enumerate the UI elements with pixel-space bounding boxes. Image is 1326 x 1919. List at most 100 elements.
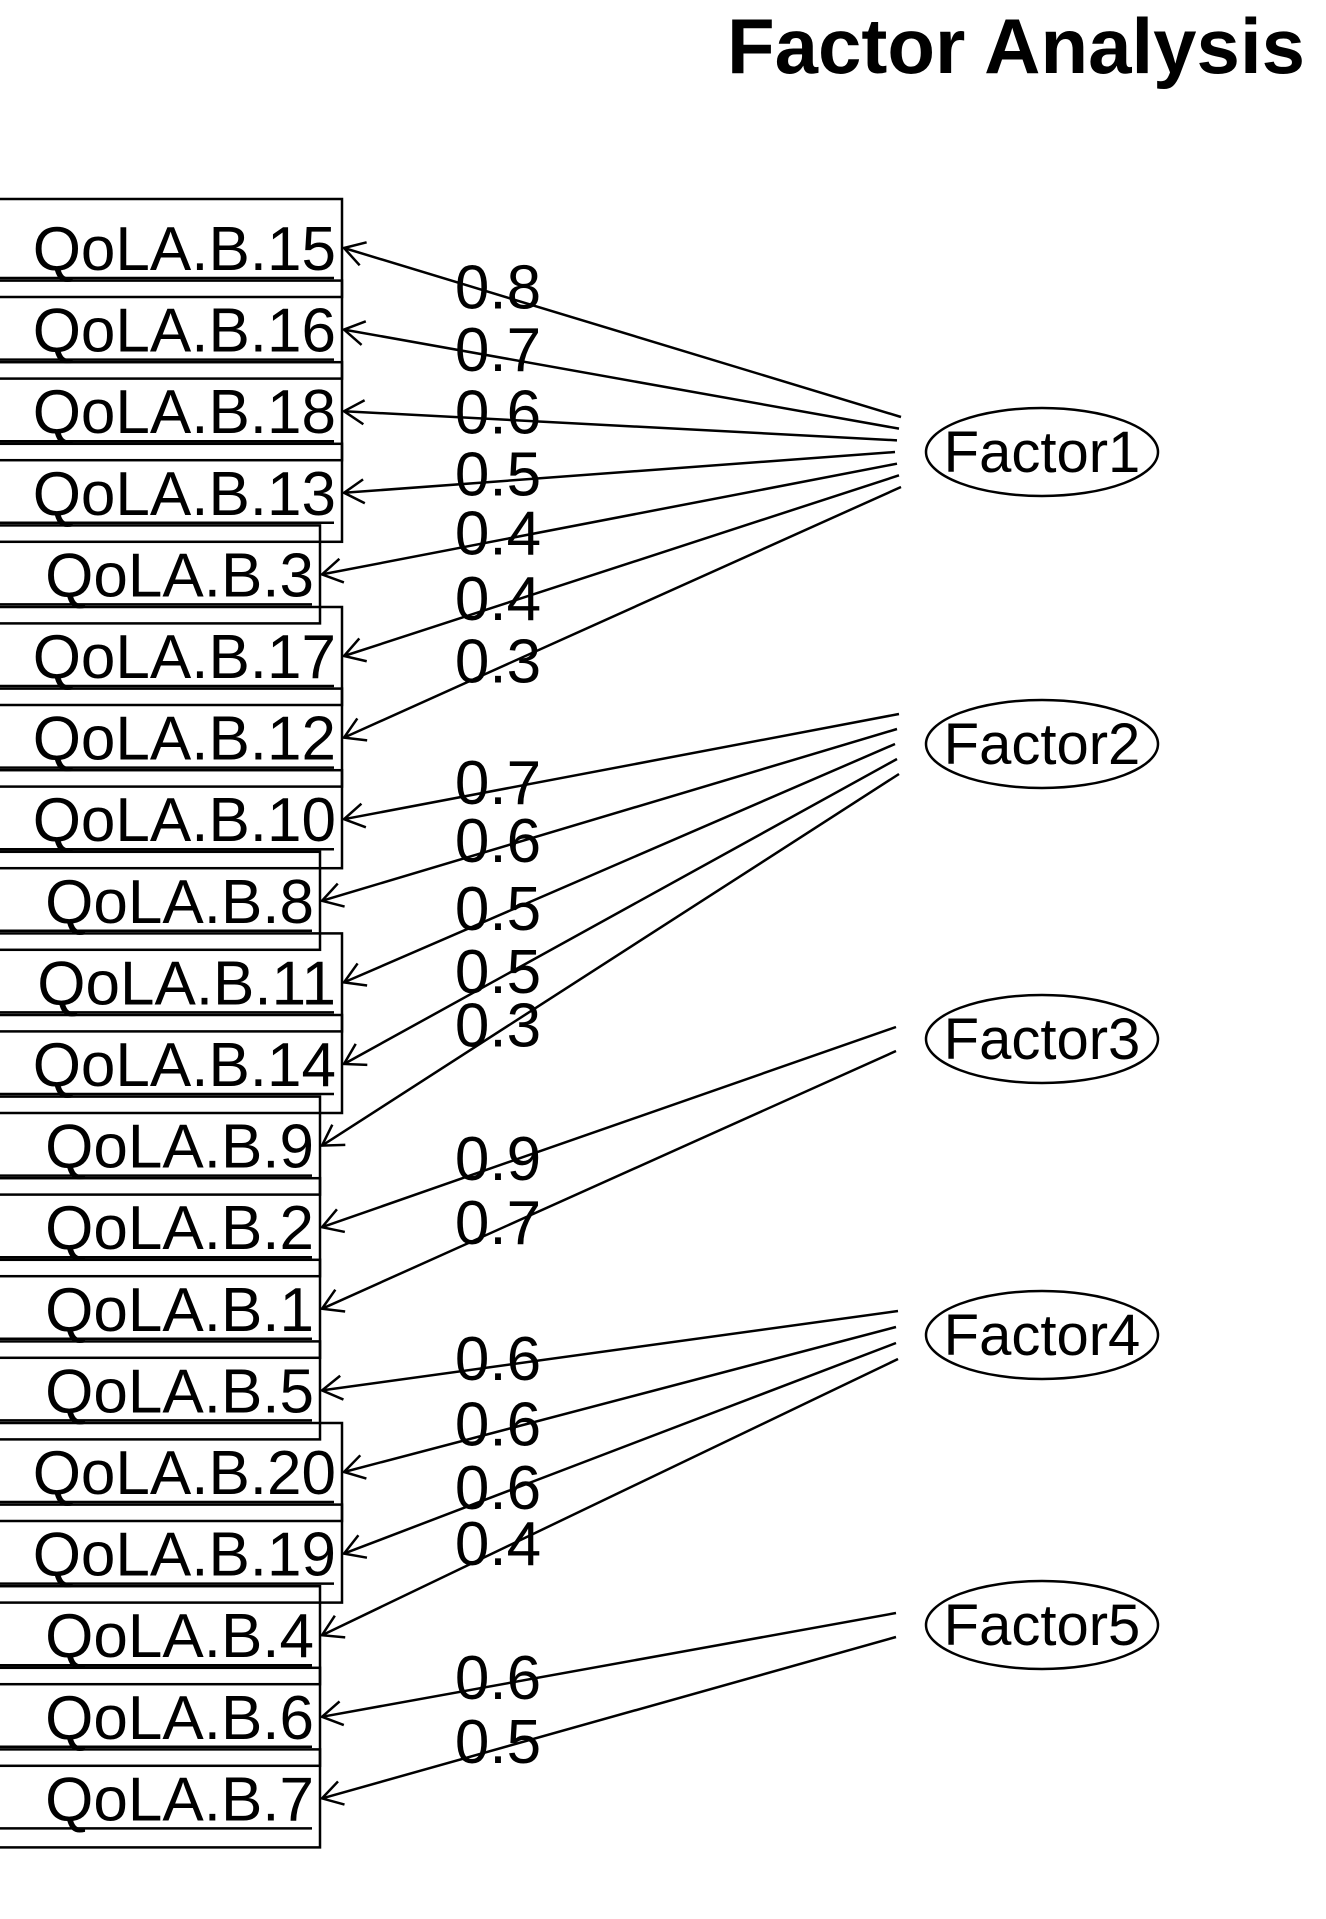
loading-value-label: 0.5: [455, 440, 541, 509]
item-label: QoLA.B.1: [45, 1276, 314, 1345]
loading-path: [343, 712, 900, 821]
factor-ellipse: [924, 993, 1160, 1085]
item-node: QoLA.B.9: [0, 1095, 322, 1196]
item-label: QoLA.B.14: [33, 1031, 336, 1100]
factor-label: Factor5: [944, 1593, 1141, 1658]
item-node: QoLA.B.17: [0, 605, 344, 707]
item-box: [0, 1503, 344, 1604]
item-box: [0, 687, 344, 788]
factor-node: Factor4: [924, 1289, 1160, 1381]
loading-arrowhead: [341, 717, 368, 742]
item-box: [0, 1340, 322, 1441]
item-box: [0, 1421, 344, 1523]
loading-path: [343, 450, 896, 495]
loading-path: [343, 757, 898, 1066]
item-node: QoLA.B.13: [0, 442, 344, 544]
item-node: QoLA.B.10: [0, 768, 344, 870]
loading-path: [321, 1025, 897, 1229]
loading-arrowhead: [341, 637, 368, 663]
factor-ellipse: [924, 698, 1160, 790]
item-label: QoLA.B.11: [37, 949, 336, 1018]
item-label: QoLA.B.13: [33, 460, 336, 529]
loading-value-label: 0.9: [455, 1125, 541, 1194]
loading-arrowhead: [341, 1043, 368, 1067]
item-label: QoLA.B.20: [33, 1439, 336, 1508]
loading-arrowhead: [341, 1454, 367, 1480]
item-node: QoLA.B.4: [0, 1584, 322, 1686]
loading-arrowhead: [319, 1288, 346, 1313]
item-node: QoLA.B.8: [0, 850, 322, 952]
loading-value-label: 0.7: [455, 1189, 541, 1258]
loading-path: [343, 474, 900, 658]
item-box: [0, 768, 344, 870]
loading-arrowhead: [341, 1534, 368, 1559]
item-label: QoLA.B.19: [33, 1521, 336, 1590]
item-node: QoLA.B.7: [0, 1748, 322, 1849]
item-label: QoLA.B.10: [33, 786, 336, 855]
loading-path: [343, 328, 900, 430]
loading-value-label: 0.5: [455, 1708, 541, 1777]
loading-labels-layer: 0.80.70.60.50.40.40.30.70.60.50.50.30.90…: [455, 254, 541, 1777]
item-label: QoLA.B.3: [45, 541, 314, 610]
item-label: QoLA.B.8: [45, 868, 314, 937]
item-box: [0, 605, 344, 707]
item-node: QoLA.B.19: [0, 1503, 344, 1604]
loading-path: [343, 409, 898, 442]
loading-value-label: 0.6: [455, 1391, 541, 1460]
loading-path: [343, 1325, 897, 1474]
path-lines-layer: [319, 241, 902, 1806]
item-box: [0, 850, 322, 952]
item-label: QoLA.B.18: [33, 378, 336, 447]
loading-arrowhead: [319, 1208, 346, 1234]
loading-value-label: 0.8: [455, 254, 541, 323]
item-boxes-layer: QoLA.B.15QoLA.B.16QoLA.B.18QoLA.B.13QoLA…: [0, 197, 344, 1849]
loading-value-label: 0.4: [455, 565, 541, 634]
item-box: [0, 1584, 322, 1686]
loading-path: [321, 1049, 897, 1310]
item-node: QoLA.B.15: [0, 197, 344, 299]
factor-ellipse: [924, 406, 1160, 498]
loading-value-label: 0.7: [455, 749, 541, 818]
factor-label: Factor1: [944, 420, 1141, 485]
loading-path: [321, 772, 900, 1147]
item-label: QoLA.B.16: [33, 297, 336, 366]
loading-arrowhead: [319, 1374, 344, 1401]
factor-label: Factor2: [944, 712, 1141, 777]
loading-value-label: 0.4: [455, 1510, 541, 1579]
loading-arrowhead: [319, 1700, 345, 1727]
loading-value-label: 0.6: [455, 378, 541, 447]
loading-path: [343, 1341, 897, 1555]
loading-arrowhead: [319, 557, 345, 584]
loading-value-label: 0.3: [455, 627, 541, 696]
loading-path: [321, 727, 898, 902]
item-box: [0, 279, 344, 380]
item-node: QoLA.B.6: [0, 1666, 322, 1768]
item-label: QoLA.B.5: [45, 1357, 314, 1426]
item-node: QoLA.B.2: [0, 1176, 322, 1278]
loading-arrowhead: [319, 1615, 346, 1639]
loading-value-label: 0.5: [455, 938, 541, 1007]
factor-ellipse: [924, 1579, 1160, 1671]
item-label: QoLA.B.4: [45, 1602, 314, 1671]
loading-path: [343, 246, 902, 419]
loading-arrowhead: [341, 478, 366, 505]
loading-path: [321, 1309, 899, 1392]
item-label: QoLA.B.9: [45, 1113, 314, 1182]
item-node: QoLA.B.11: [0, 932, 344, 1033]
loading-path: [343, 742, 896, 984]
item-label: QoLA.B.12: [33, 705, 336, 774]
item-box: [0, 1258, 322, 1360]
loading-arrowhead: [341, 320, 367, 346]
loading-value-label: 0.5: [455, 875, 541, 944]
item-label: QoLA.B.15: [33, 215, 336, 284]
item-node: QoLA.B.18: [0, 360, 344, 462]
item-box: [0, 1666, 322, 1768]
loading-arrowhead: [341, 962, 368, 987]
factor-ellipse: [924, 1289, 1160, 1381]
loading-path: [321, 1635, 897, 1800]
factor-node: Factor2: [924, 698, 1160, 790]
item-node: QoLA.B.16: [0, 279, 344, 380]
loading-path: [321, 462, 898, 576]
